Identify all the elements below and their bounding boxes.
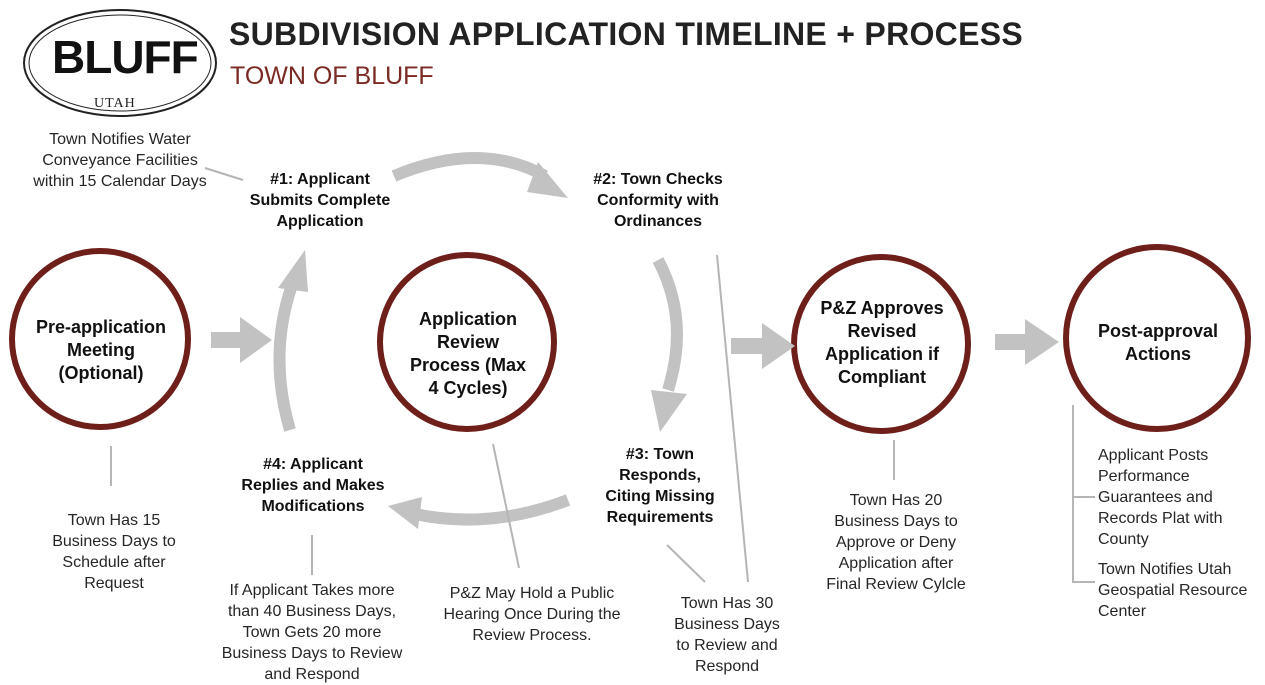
post-approval-circle — [1063, 244, 1251, 432]
connector-water — [204, 167, 244, 181]
cycle-arrowhead-1-to-2 — [527, 162, 568, 198]
post-approval-label: Post-approval Actions — [1097, 321, 1219, 364]
cycle-arrow-2-to-3 — [652, 257, 683, 392]
connector-hearing — [492, 443, 520, 569]
arrow-pre-to-review — [211, 317, 272, 363]
step-1-label: #1: Applicant Submits Complete Applicati… — [249, 171, 391, 230]
arrow-approve-to-post — [995, 319, 1059, 365]
cycle-arrow-4-to-1 — [273, 283, 298, 432]
logo-state: UTAH — [94, 96, 136, 111]
step-3-label: #3: Town Responds, Citing Missing Requir… — [605, 446, 715, 526]
note-town-20-days: Town Has 20 Business Days to Approve or … — [826, 492, 966, 593]
cycle-arrowhead-4-to-1 — [278, 250, 308, 292]
cycle-arrowhead-3-to-4 — [388, 497, 422, 529]
logo-wordmark: BLUFF — [52, 31, 199, 83]
page-subtitle: TOWN OF BLUFF — [230, 62, 434, 90]
arrow-review-to-approve — [731, 323, 795, 369]
cycle-arrowhead-2-to-3 — [651, 390, 687, 432]
pre-application-label: Pre-application Meeting (Optional) — [35, 317, 167, 383]
page-title: SUBDIVISION APPLICATION TIMELINE + PROCE… — [229, 16, 1024, 52]
review-process-label: Application Review Process (Max 4 Cycles… — [409, 309, 527, 398]
note-town-30-days: Town Has 30 Business Days to Review and … — [674, 595, 780, 675]
pre-application-circle — [9, 248, 191, 430]
logo-oval-inner — [28, 14, 212, 112]
connector-post-bracket — [1072, 405, 1095, 583]
note-pre-schedule: Town Has 15 Business Days to Schedule af… — [52, 512, 176, 592]
connector-town-30-short — [666, 544, 706, 583]
step-4-label: #4: Applicant Replies and Makes Modifica… — [241, 456, 385, 515]
note-public-hearing: P&Z May Hold a Public Hearing Once Durin… — [443, 585, 621, 644]
logo-oval — [23, 9, 217, 117]
approve-circle — [791, 254, 971, 434]
connector-town-30-long — [716, 254, 749, 583]
step-2-label: #2: Town Checks Conformity with Ordinanc… — [593, 171, 723, 230]
note-applicant-40-days: If Applicant Takes more than 40 Business… — [221, 582, 403, 683]
note-post-guarantees: Applicant Posts Performance Guarantees a… — [1098, 447, 1223, 548]
approve-label: P&Z Approves Revised Application if Comp… — [820, 298, 944, 387]
note-water-facilities: Town Notifies Water Conveyance Facilitie… — [33, 131, 207, 190]
review-process-circle — [377, 252, 557, 432]
cycle-arrow-1-to-2 — [391, 152, 548, 182]
note-post-agrc: Town Notifies Utah Geospatial Resource C… — [1098, 561, 1248, 620]
cycle-arrow-3-to-4 — [413, 494, 571, 526]
